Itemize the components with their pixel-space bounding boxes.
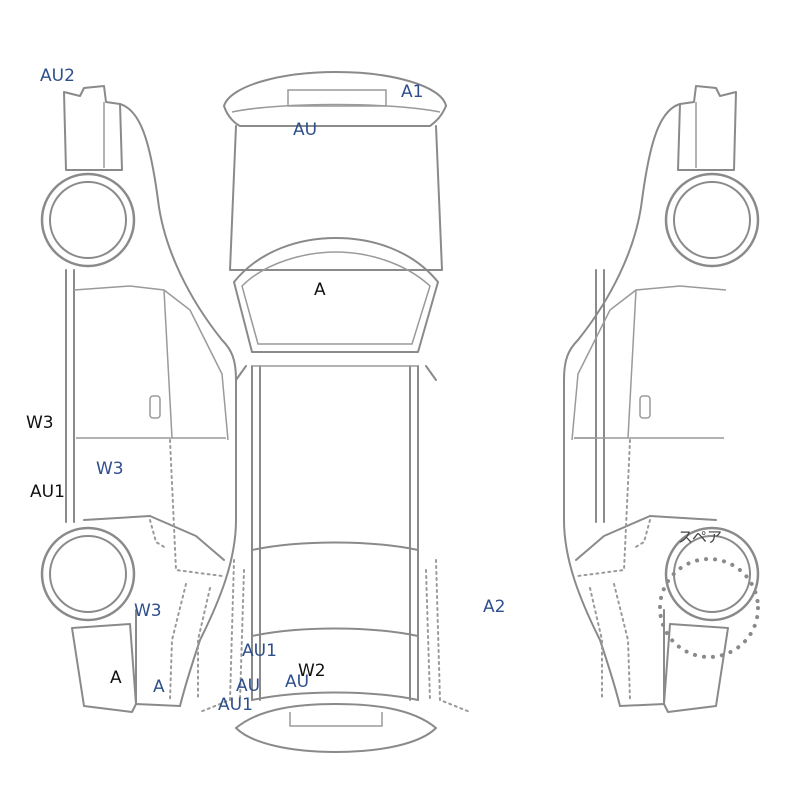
damage-label-au-rear-right: AU xyxy=(285,672,310,692)
damage-label-au1-rear-lower: AU1 xyxy=(218,695,253,715)
damage-label-a-left-bumper: A xyxy=(110,668,122,688)
damage-label-au-top: AU xyxy=(293,120,318,140)
left-side-view xyxy=(40,85,237,713)
damage-label-w3-left-door: W3 xyxy=(96,459,124,479)
damage-label-au2: AU2 xyxy=(40,66,75,86)
damage-label-a-roof: A xyxy=(314,280,326,300)
top-view xyxy=(199,71,471,753)
damage-label-w3-left-rear: W3 xyxy=(134,601,162,621)
damage-label-a2-right: A2 xyxy=(483,597,506,617)
damage-label-a1: A1 xyxy=(401,82,424,102)
spare-tire xyxy=(658,557,760,659)
damage-label-au1-left: AU1 xyxy=(30,482,65,502)
right-side-view xyxy=(563,85,760,713)
damage-label-w3-left-out: W3 xyxy=(26,413,54,433)
damage-label-au-rear-left: AU xyxy=(236,676,261,696)
damage-label-a-left-quarter: A xyxy=(153,677,165,697)
damage-label-au1-rear-upper: AU1 xyxy=(242,641,277,661)
spare-tire-label: スペア xyxy=(678,528,722,546)
damage-label-w2-rear: W2 xyxy=(298,661,326,681)
